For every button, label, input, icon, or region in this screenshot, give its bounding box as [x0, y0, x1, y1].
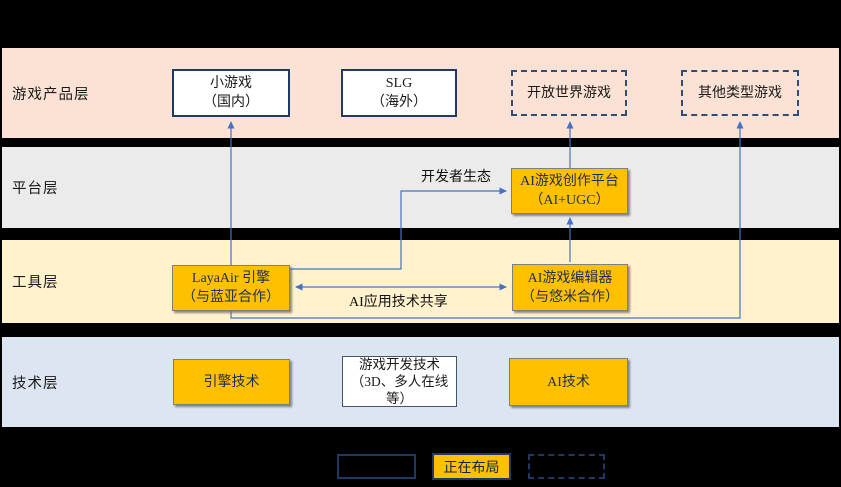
box-engine-tech-line1: 引擎技术	[203, 374, 260, 390]
box-ai-tech-line1: AI技术	[547, 374, 590, 390]
box-layaair-line2: （与蓝亚合作）	[182, 290, 280, 305]
box-ai-editor-line1: AI游戏编辑器	[527, 270, 613, 286]
layer-label-platform: 平台层	[12, 181, 59, 197]
box-game-dev-tech-line2: （3D、多人在线	[350, 374, 449, 389]
box-game-dev-tech-line3: 等）	[386, 391, 413, 406]
box-mini-game-line1: 小游戏	[210, 76, 252, 91]
layer-band-platform: 平台层	[2, 147, 839, 228]
box-mini-game-line2: （国内）	[203, 95, 259, 110]
box-open-world-line1: 开放世界游戏	[527, 85, 611, 101]
legend-existing-box	[337, 454, 416, 479]
box-engine-tech: 引擎技术	[173, 359, 290, 405]
box-ai-tech: AI技术	[509, 358, 628, 406]
box-mini-game: 小游戏 （国内）	[172, 69, 290, 117]
legend-planning-label: 正在布局	[443, 460, 500, 476]
box-layaair-line1: LayaAir 引擎	[191, 271, 271, 286]
box-other-games-line1: 其他类型游戏	[698, 85, 782, 101]
box-ai-game-editor: AI游戏编辑器 （与悠米合作）	[512, 264, 628, 311]
legend-planning-box: 正在布局	[432, 453, 511, 480]
layer-label-product: 游戏产品层	[12, 86, 90, 103]
box-slg-line1: SLG	[385, 76, 413, 91]
box-layaair-engine: LayaAir 引擎 （与蓝亚合作）	[172, 265, 290, 311]
edge-label-ai-tech-sharing: AI应用技术共享	[349, 295, 448, 310]
legend-future-box	[528, 454, 605, 479]
box-game-dev-tech-line1: 游戏开发技术	[359, 357, 440, 372]
box-game-dev-tech: 游戏开发技术 （3D、多人在线 等）	[342, 356, 457, 407]
box-ai-game-creation-platform: AI游戏创作平台 （AI+UGC）	[511, 168, 628, 214]
box-other-games: 其他类型游戏	[681, 70, 799, 116]
edge-label-developer-ecosystem: 开发者生态	[421, 170, 491, 185]
box-slg: SLG （海外）	[341, 69, 457, 117]
box-slg-line2: （海外）	[371, 95, 427, 110]
box-ai-platform-line1: AI游戏创作平台	[520, 174, 619, 189]
box-ai-editor-line2: （与悠米合作）	[521, 289, 619, 305]
layer-label-tools: 工具层	[12, 275, 59, 291]
box-ai-platform-line2: （AI+UGC）	[529, 193, 610, 208]
box-open-world-game: 开放世界游戏	[511, 70, 627, 116]
layer-label-tech: 技术层	[12, 375, 59, 392]
